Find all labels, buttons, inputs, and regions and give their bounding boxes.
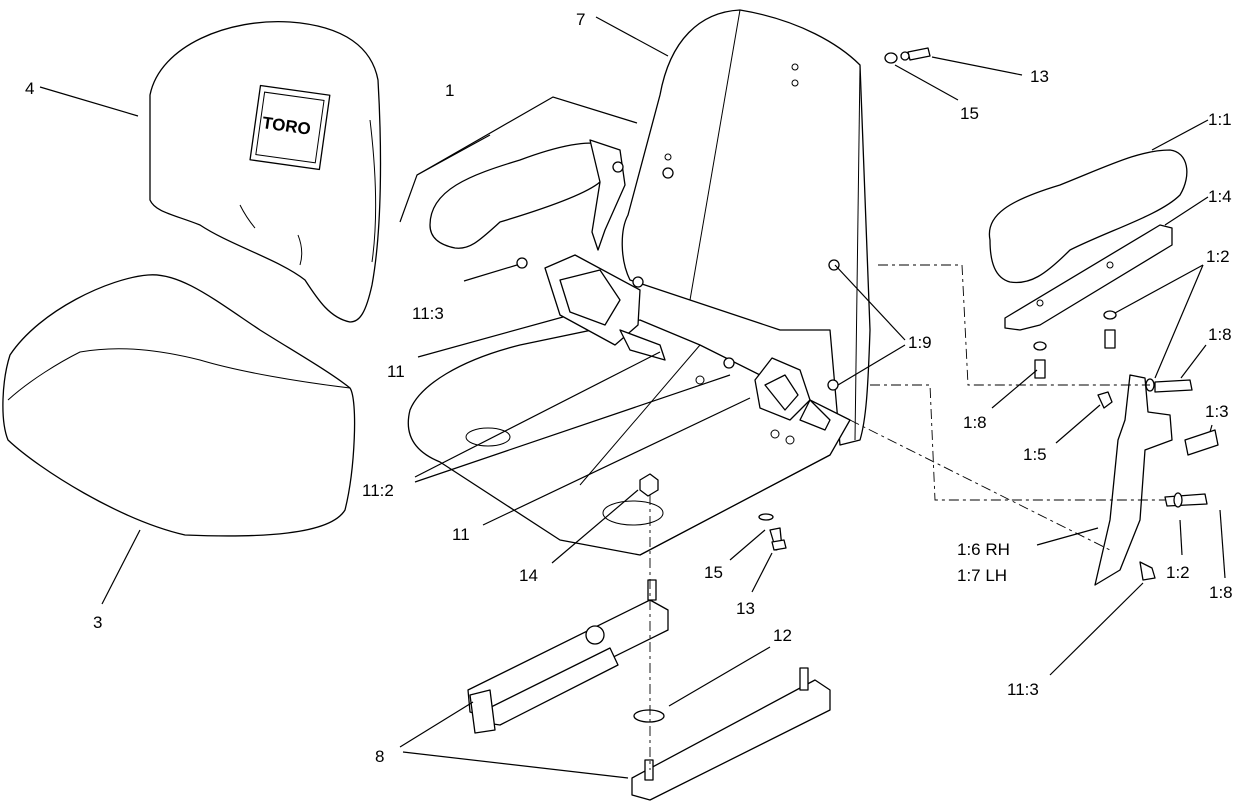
seat-bottom-cushion bbox=[2, 274, 356, 537]
callout-1-4: 1:4 bbox=[1208, 187, 1232, 206]
callout-14: 14 bbox=[519, 566, 538, 585]
callout-1-1: 1:1 bbox=[1208, 110, 1232, 129]
callout-11-3-right: 11:3 bbox=[1007, 680, 1039, 699]
side-bracket bbox=[1094, 374, 1208, 586]
callout-11-2: 11:2 bbox=[362, 481, 394, 500]
callout-4: 4 bbox=[25, 79, 34, 98]
callout-1-7-lh: 1:7 LH bbox=[957, 566, 1007, 585]
center-bolt bbox=[639, 473, 659, 497]
callout-15-top: 15 bbox=[960, 104, 979, 123]
left-armrest bbox=[429, 139, 674, 251]
callout-8: 8 bbox=[375, 747, 384, 766]
callout-11-left: 11 bbox=[387, 362, 405, 381]
right-armrest-bracket bbox=[1004, 224, 1173, 331]
callout-7: 7 bbox=[576, 10, 585, 29]
right-armrest-pad bbox=[988, 149, 1188, 284]
seat-belt-left bbox=[516, 254, 666, 361]
callout-13-top: 13 bbox=[1030, 67, 1049, 86]
top-bolt bbox=[884, 47, 931, 64]
seat-slide-right bbox=[631, 667, 831, 801]
callout-1-2-top: 1:2 bbox=[1206, 247, 1230, 266]
callout-1-8-top: 1:8 bbox=[1208, 325, 1232, 344]
leader-lines bbox=[39, 16, 1226, 779]
callout-15-bottom: 15 bbox=[704, 563, 723, 582]
callout-1: 1 bbox=[445, 81, 454, 100]
alignment-lines bbox=[649, 264, 1165, 770]
callout-1-9: 1:9 bbox=[908, 333, 932, 352]
callout-1-8-mid: 1:8 bbox=[963, 413, 987, 432]
callout-1-6-rh: 1:6 RH bbox=[957, 540, 1010, 559]
callout-1-2-bottom: 1:2 bbox=[1166, 563, 1190, 582]
seat-frame bbox=[407, 9, 871, 556]
callout-1-3: 1:3 bbox=[1205, 402, 1229, 421]
bottom-bolt bbox=[758, 513, 787, 551]
callout-12: 12 bbox=[773, 626, 792, 645]
right-armrest-hardware bbox=[1033, 310, 1219, 456]
callout-1-5: 1:5 bbox=[1023, 445, 1047, 464]
seat-slide-left bbox=[467, 579, 669, 734]
seat-belt-right bbox=[723, 259, 840, 431]
callout-1-8-bottom: 1:8 bbox=[1209, 583, 1233, 602]
callout-11-bottom: 11 bbox=[452, 525, 470, 544]
seat-back-cushion: TORO bbox=[149, 20, 382, 323]
bumper bbox=[633, 709, 665, 723]
callout-13-bottom: 13 bbox=[736, 599, 755, 618]
callout-labels: 4 1 7 13 15 1:1 1:4 1:2 1:8 1:9 11:3 11 … bbox=[25, 10, 1233, 766]
callout-11-3-left: 11:3 bbox=[412, 304, 444, 323]
callout-3: 3 bbox=[93, 613, 102, 632]
toro-logo: TORO bbox=[249, 84, 331, 171]
